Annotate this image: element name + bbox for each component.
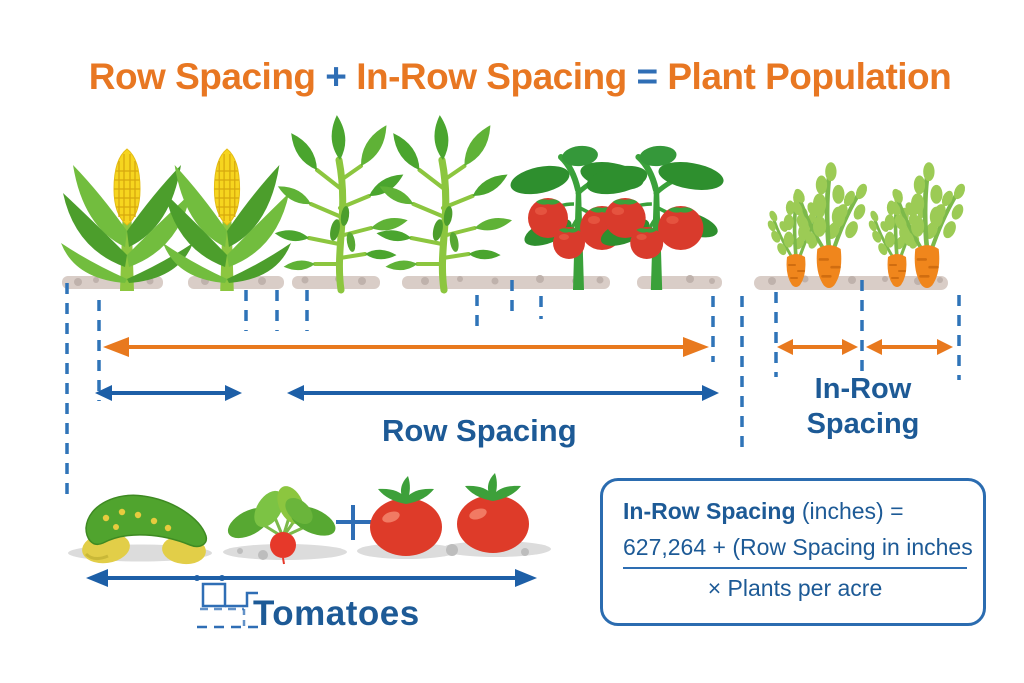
- title-segment: Plant Population: [667, 56, 952, 97]
- row-spacing-label: Row Spacing: [382, 413, 577, 448]
- bottom-measure-arrow: [86, 569, 537, 587]
- spacing-guide-lines: [65, 280, 961, 500]
- tomato-icon: [457, 473, 529, 553]
- corn-plant-icon: [162, 148, 292, 292]
- title-segment: In-Row Spacing: [356, 56, 627, 97]
- formula-heading: In-Row Spacing (inches) =: [623, 498, 967, 525]
- carrot-group-icon: [761, 162, 876, 288]
- formula-heading-rest: (inches) =: [795, 498, 904, 524]
- in-row-spacing-label: In-Row Spacing: [788, 372, 938, 442]
- plus-icon: [336, 505, 371, 540]
- row-spacing-arrow-orange: [103, 337, 709, 357]
- formula-box: In-Row Spacing (inches) = 627,264 + (Row…: [600, 478, 986, 626]
- formula-denominator: × Plants per acre: [707, 575, 883, 601]
- title-segment: Row Spacing: [88, 56, 316, 97]
- in-row-spacing-arrow: [777, 339, 953, 355]
- bean-plant-icon: [274, 115, 409, 290]
- corn-plant-icon: [60, 148, 194, 292]
- soil-strips: [62, 276, 948, 290]
- ground-pebbles: [237, 544, 529, 560]
- title-equals-sign: =: [626, 56, 668, 97]
- title-plus-sign: +: [315, 56, 357, 97]
- page-title: Row Spacing + In-Row Spacing = Plant Pop…: [30, 56, 1010, 98]
- tomato-icon: [370, 476, 442, 556]
- row-spacing-arrow-blue: [95, 385, 719, 401]
- sketch-artifact: [197, 582, 258, 629]
- carrot-group-icon: [862, 162, 974, 288]
- in-row-spacing-line2: Spacing: [806, 408, 920, 440]
- bottom-caption: Tomatoes: [253, 594, 420, 633]
- bean-plant-icon: [376, 115, 513, 290]
- in-row-spacing-line1: In-Row: [814, 373, 912, 405]
- formula-numerator: 627,264 + (Row Spacing in inches: [623, 534, 973, 569]
- formula-heading-bold: In-Row Spacing: [623, 498, 796, 524]
